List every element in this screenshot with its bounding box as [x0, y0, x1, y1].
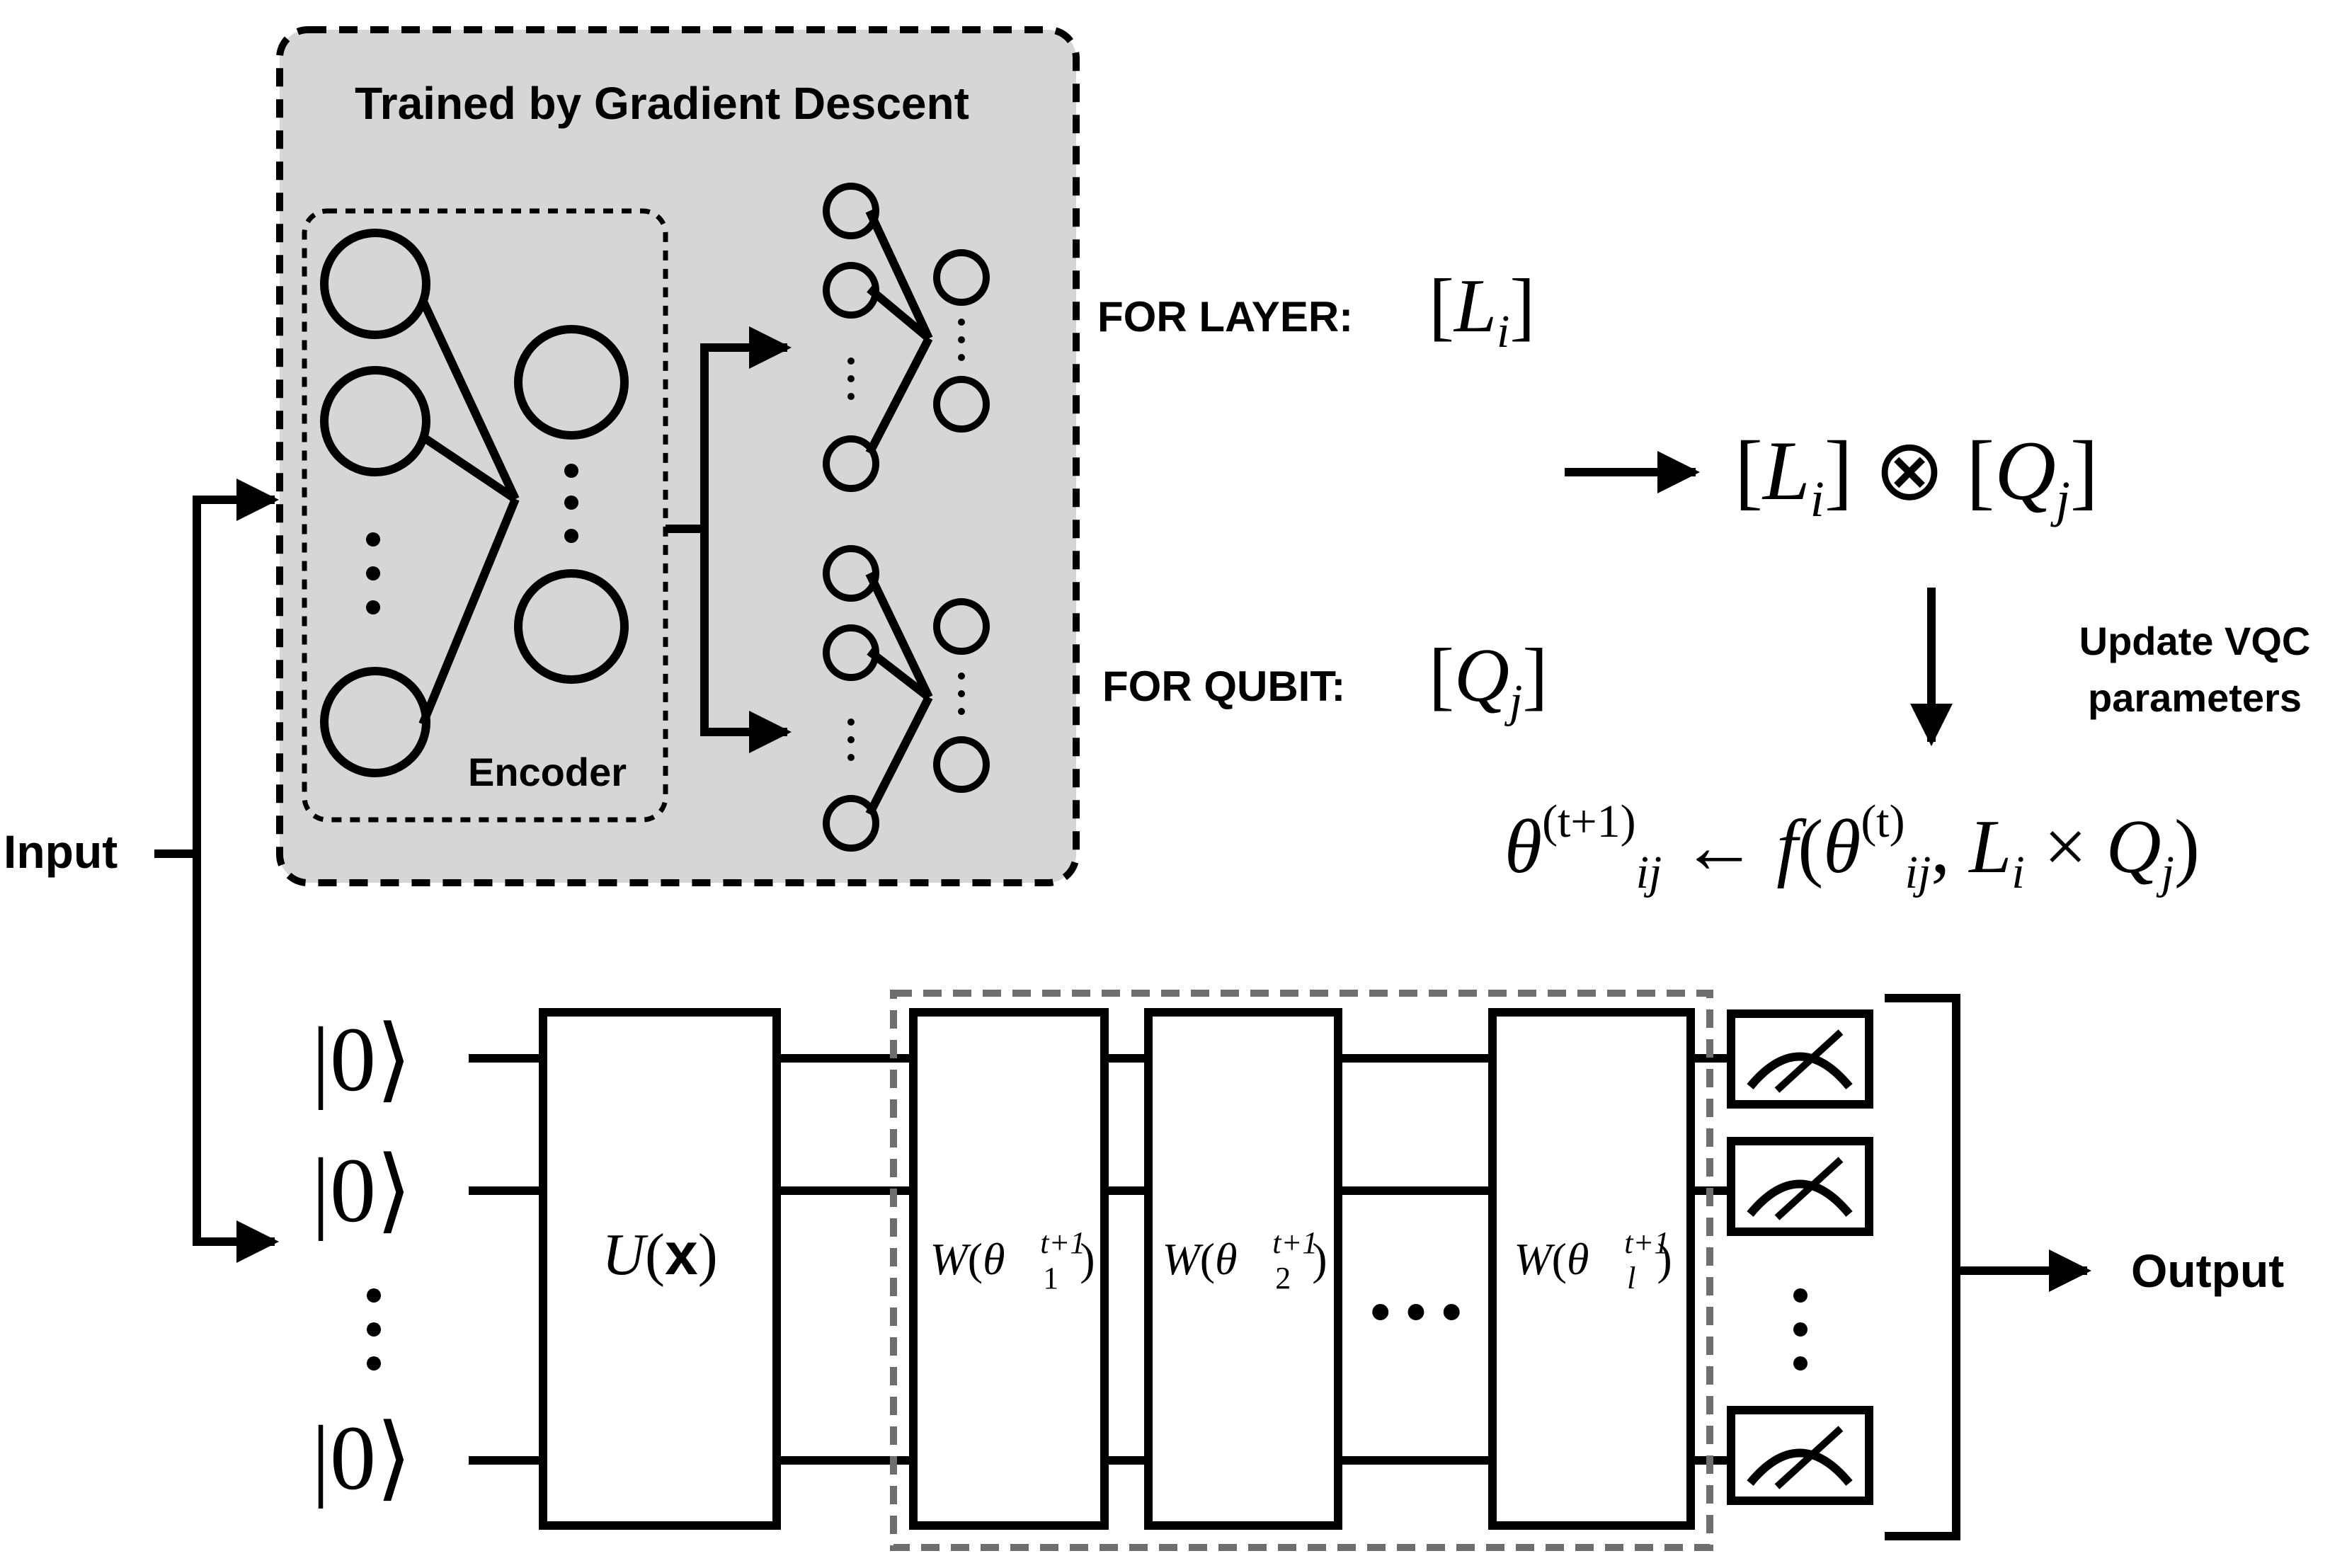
measurement-icon — [1727, 1009, 1873, 1109]
input-label: Input — [4, 825, 118, 878]
encoder-input-node — [320, 229, 430, 339]
output-label: Output — [2131, 1244, 2284, 1297]
output-group: Output — [1885, 994, 2284, 1540]
for-qubit-label: FOR QUBIT: — [1102, 663, 1345, 710]
encoder-dots-vertical — [366, 464, 578, 614]
trained-module: Trained by Gradient Descent Encoder — [276, 26, 1080, 886]
encoder-label: Encoder — [468, 750, 627, 794]
update-label-line2: parameters — [2088, 675, 2302, 720]
update-arrow-group: Update VQC parameters — [1910, 588, 2311, 746]
ket-zero: |0⟩ — [312, 1140, 412, 1242]
encoder-latent-node — [514, 569, 629, 684]
split-arrows — [666, 326, 792, 753]
encoder-box — [302, 208, 668, 823]
measurement-icon — [1727, 1406, 1873, 1505]
ket-zero: |0⟩ — [312, 1407, 412, 1509]
layer-head-network — [823, 183, 990, 492]
trained-title: Trained by Gradient Descent — [355, 78, 969, 129]
qubit-head-network — [823, 545, 990, 852]
tensor-product-group: [Li] ⊗ [Qj] — [1565, 423, 2098, 527]
encoder-input-node — [320, 366, 430, 476]
gate-ellipsis: • • • — [1371, 1280, 1461, 1343]
measurement-gates — [1727, 1009, 1873, 1505]
trained-box — [276, 26, 1080, 886]
for-qubit-label-group: FOR QUBIT: [Qj] — [1102, 634, 1548, 727]
encoder-input-node — [320, 667, 430, 777]
for-layer-label-group: FOR LAYER: [Li] — [1097, 264, 1535, 357]
update-label-line1: Update VQC — [2079, 619, 2311, 663]
encoding-gate-u: U(x) — [539, 1008, 781, 1530]
qubit-kets: |0⟩ |0⟩ |0⟩ — [312, 1009, 412, 1509]
ket-zero: |0⟩ — [312, 1009, 412, 1111]
input-group: Input — [4, 479, 279, 1263]
update-rule-expression: θ(t+1)ij ← f(θ(t)ij, Li × Qj) — [1504, 796, 2200, 898]
tensor-product-expression: [Li] ⊗ [Qj] — [1735, 423, 2098, 527]
for-layer-math: [Li] — [1429, 264, 1535, 357]
for-qubit-math: [Qj] — [1429, 634, 1548, 727]
for-layer-label: FOR LAYER: — [1097, 293, 1353, 341]
encoding-gate-label: U(x) — [602, 1220, 717, 1288]
encoder-network — [320, 229, 629, 777]
measurement-icon — [1727, 1137, 1873, 1236]
encoder-latent-node — [514, 325, 629, 440]
